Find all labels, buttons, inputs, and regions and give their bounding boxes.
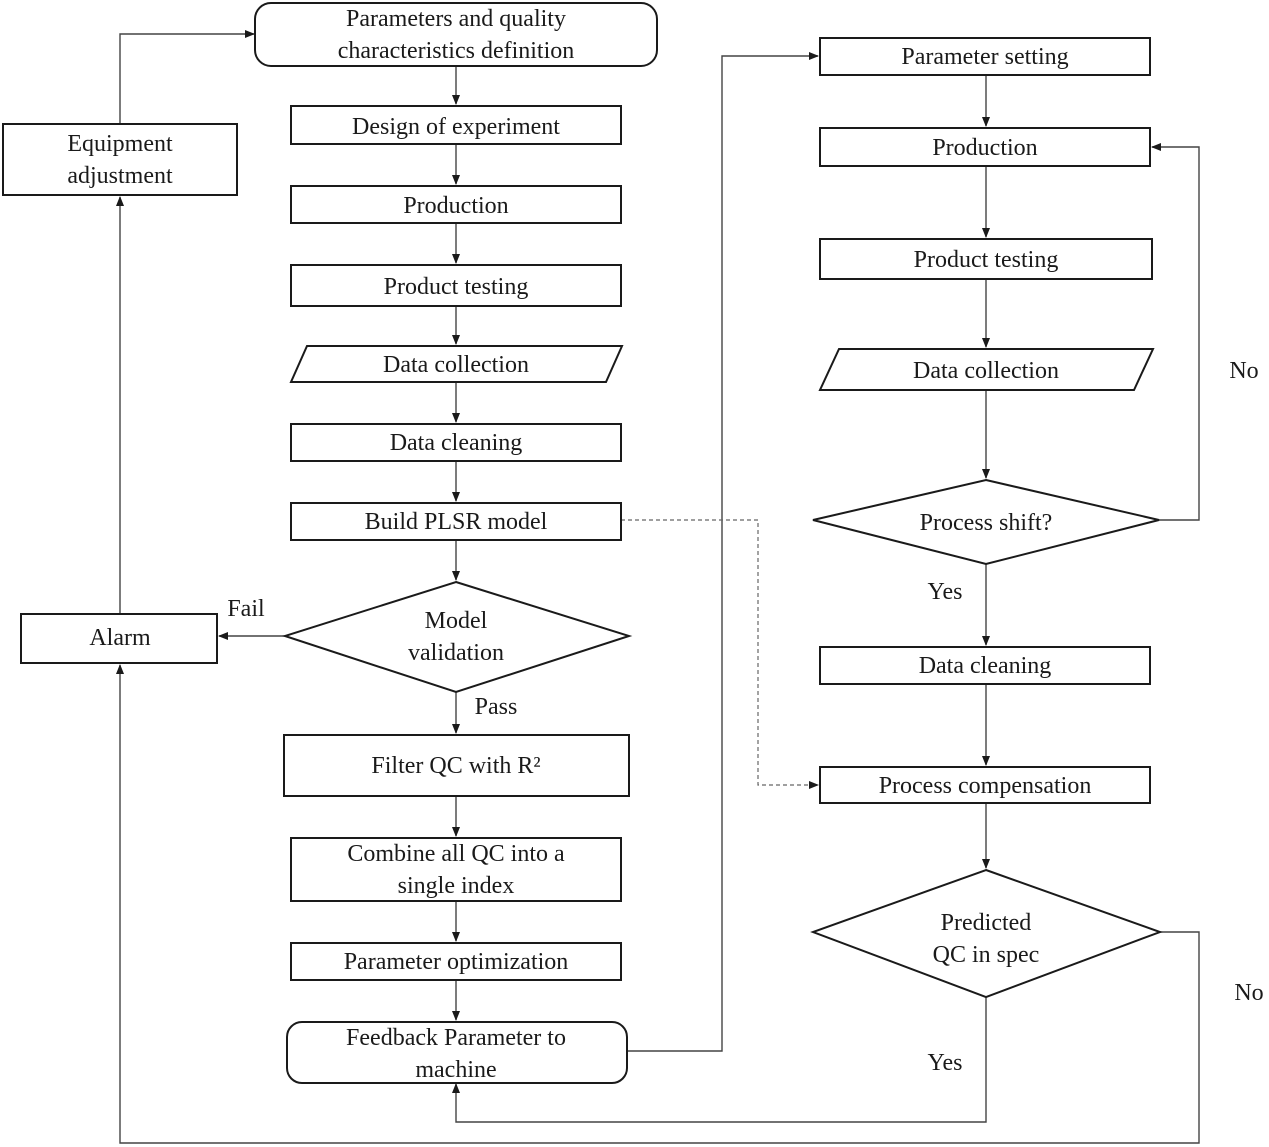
node-alarm-label: Alarm: [89, 625, 151, 651]
edge-spec-no-to-alarm: [116, 664, 1200, 1144]
node-data-collection-right: Data collection: [818, 348, 1155, 391]
node-process-shift: Process shift?: [812, 478, 1160, 566]
node-production-right: Production: [819, 127, 1151, 167]
node-feedback-parameter-line-2: machine: [415, 1057, 496, 1083]
edge-shift-no-to-production: [1151, 143, 1200, 521]
node-params-definition: Parameters and quality characteristics d…: [254, 2, 658, 67]
node-product-testing-left: Product testing: [290, 264, 622, 307]
node-process-compensation-label: Process compensation: [879, 773, 1092, 799]
node-production-right-label: Production: [932, 135, 1037, 161]
edge-feedback-to-param-setting: [627, 52, 819, 1052]
node-build-plsr-model-label: Build PLSR model: [365, 509, 548, 535]
node-feedback-parameter: Feedback Parameter to machine: [286, 1021, 628, 1084]
edge-label-no-spec: No: [1234, 980, 1263, 1006]
edge-label-fail: Fail: [227, 596, 265, 622]
node-parameter-setting-label: Parameter setting: [901, 44, 1068, 70]
node-predicted-qc-in-spec-line-1: Predicted: [941, 910, 1032, 936]
node-predicted-qc-in-spec-line-2: QC in spec: [933, 942, 1040, 968]
edge-label-yes-spec: Yes: [928, 1050, 963, 1076]
node-data-collection-left-label: Data collection: [383, 352, 529, 378]
edge-equipment-to-params: [119, 30, 255, 124]
node-production-left-label: Production: [403, 193, 508, 219]
node-feedback-parameter-line-1: Feedback Parameter to: [346, 1025, 566, 1051]
node-parameter-setting: Parameter setting: [819, 37, 1151, 76]
node-combine-qc-line-1: Combine all QC into a: [347, 841, 565, 867]
edge-label-no-shift: No: [1229, 358, 1258, 384]
node-build-plsr-model: Build PLSR model: [290, 502, 622, 541]
node-equipment-adjustment: Equipment adjustment: [2, 123, 238, 196]
node-parameter-optimization: Parameter optimization: [290, 942, 622, 981]
node-production-left: Production: [290, 185, 622, 224]
node-params-definition-line-2: characteristics definition: [338, 38, 575, 64]
node-process-compensation: Process compensation: [819, 766, 1151, 804]
node-data-cleaning-left: Data cleaning: [290, 423, 622, 462]
edge-label-pass: Pass: [475, 694, 518, 720]
node-equipment-adjustment-line-2: adjustment: [67, 163, 173, 189]
node-model-validation-line-1: Model: [425, 608, 488, 634]
node-data-cleaning-left-label: Data cleaning: [390, 430, 523, 456]
edge-plsr-to-compensation: [621, 519, 819, 789]
node-equipment-adjustment-line-1: Equipment: [67, 131, 173, 157]
edges: [116, 30, 1200, 1144]
node-filter-qc: Filter QC with R²: [283, 734, 630, 797]
node-data-cleaning-right: Data cleaning: [819, 646, 1151, 685]
node-product-testing-right-label: Product testing: [914, 247, 1059, 273]
node-data-collection-left: Data collection: [289, 345, 624, 383]
edge-labels: Fail Pass No Yes No Yes: [227, 358, 1263, 1076]
node-process-shift-label: Process shift?: [920, 510, 1053, 536]
node-filter-qc-label: Filter QC with R²: [371, 753, 540, 779]
node-product-testing-right: Product testing: [819, 238, 1153, 280]
node-product-testing-left-label: Product testing: [384, 274, 529, 300]
node-combine-qc-line-2: single index: [398, 873, 515, 899]
node-data-collection-right-label: Data collection: [913, 358, 1059, 384]
node-parameter-optimization-label: Parameter optimization: [344, 949, 569, 975]
node-design-of-experiment: Design of experiment: [290, 105, 622, 145]
node-predicted-qc-in-spec: Predicted QC in spec: [810, 868, 1163, 999]
node-combine-qc: Combine all QC into a single index: [290, 837, 622, 902]
node-model-validation-line-2: validation: [408, 640, 504, 666]
edge-spec-yes-to-feedback: [452, 997, 987, 1123]
node-model-validation: Model validation: [281, 580, 633, 694]
node-data-cleaning-right-label: Data cleaning: [919, 653, 1052, 679]
edge-label-yes-shift: Yes: [928, 579, 963, 605]
node-params-definition-line-1: Parameters and quality: [346, 6, 566, 32]
node-design-of-experiment-label: Design of experiment: [352, 114, 560, 140]
node-alarm: Alarm: [20, 613, 218, 664]
